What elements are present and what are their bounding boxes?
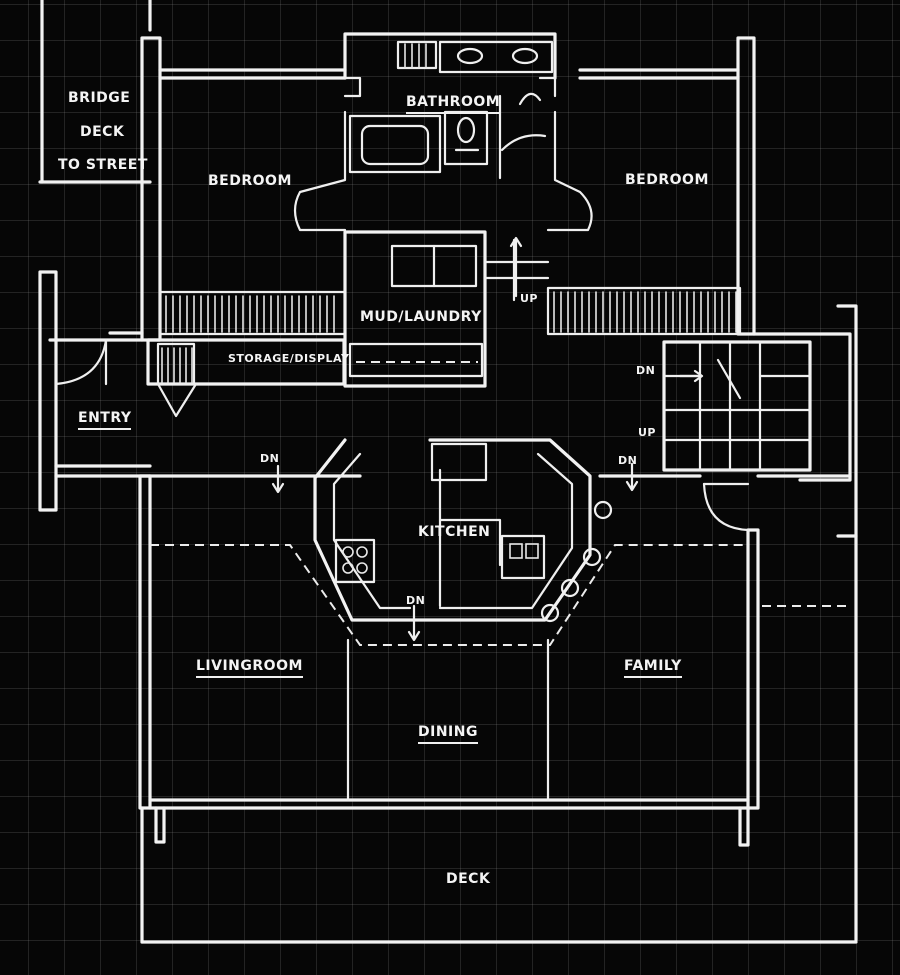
label-bathroom: BATHROOM — [406, 94, 501, 114]
label-dn-center: DN — [406, 594, 426, 607]
label-livingroom: LIVINGROOM — [196, 658, 303, 678]
exterior-walls — [38, 32, 858, 942]
ceiling-dashed-lines — [150, 544, 848, 646]
storage-display — [146, 338, 346, 418]
label-bedroom-left: BEDROOM — [208, 173, 292, 189]
label-dn-right: DN — [618, 454, 638, 467]
label-bridge-line2: DECK — [80, 124, 125, 140]
entry-door — [54, 338, 108, 386]
room-divisions — [346, 638, 550, 802]
bridge-deck — [38, 0, 152, 184]
deck-outline — [140, 806, 858, 944]
label-up-stair: UP — [638, 426, 656, 439]
label-up-center: UP — [520, 292, 538, 305]
label-entry: ENTRY — [78, 410, 132, 430]
label-dn-left: DN — [260, 452, 280, 465]
closet-hatching — [161, 291, 737, 383]
bathroom-fixtures — [293, 40, 593, 232]
label-family: FAMILY — [624, 658, 682, 678]
label-dn-stair: DN — [636, 364, 656, 377]
level-arrows — [271, 236, 704, 642]
label-dining: DINING — [418, 724, 478, 744]
label-storage-display: STORAGE/DISPLAY — [228, 352, 350, 365]
label-deck: DECK — [446, 871, 491, 887]
stair — [662, 340, 812, 472]
label-mud-laundry: MUD/LAUNDRY — [360, 309, 482, 325]
label-bridge-line3: TO STREET — [58, 157, 148, 173]
label-bridge-line1: BRIDGE — [68, 90, 131, 106]
label-kitchen: KITCHEN — [418, 524, 491, 540]
kitchen-counters — [313, 438, 613, 623]
label-bedroom-right: BEDROOM — [625, 172, 709, 188]
right-door — [702, 482, 750, 532]
